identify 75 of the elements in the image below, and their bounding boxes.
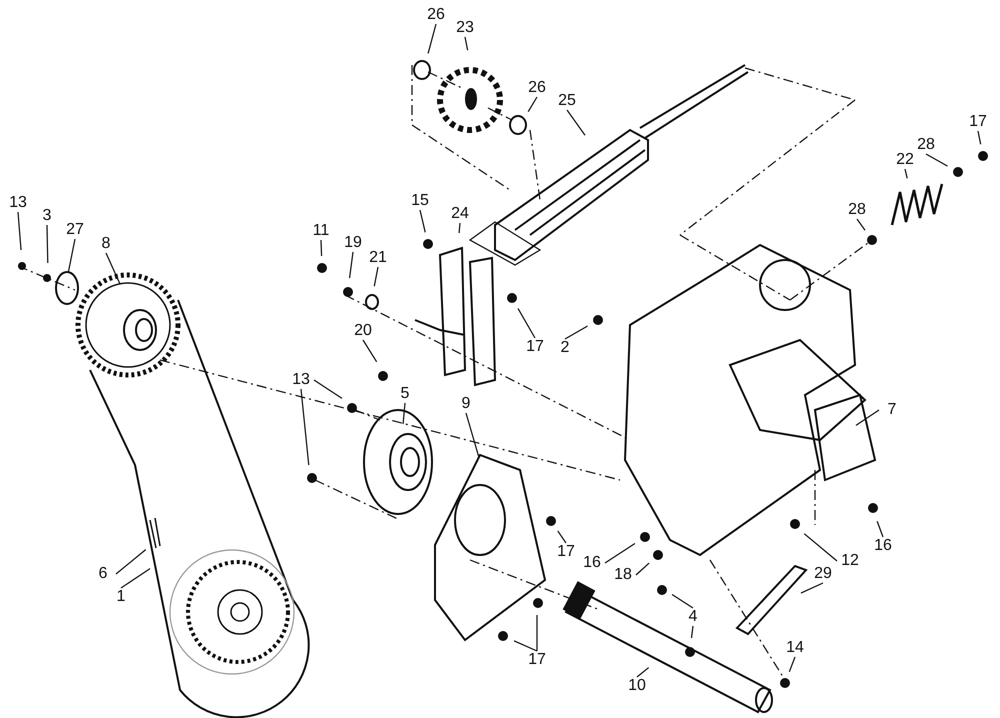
- leader-line: [528, 96, 538, 112]
- leader-line: [517, 308, 536, 338]
- callout-number: 14: [782, 639, 808, 657]
- callout-number: 26: [524, 79, 550, 97]
- callout-number: 29: [810, 565, 836, 583]
- leader-line: [320, 240, 322, 256]
- callout-number: 2: [552, 339, 578, 357]
- callout-number: 17: [522, 338, 548, 356]
- callout-number: 28: [913, 136, 939, 154]
- leader-line: [68, 238, 76, 272]
- leader-line: [672, 594, 694, 608]
- leader-line: [904, 168, 908, 178]
- leader-line: [464, 36, 468, 50]
- leader-line: [557, 530, 566, 544]
- leader-line: [419, 210, 426, 232]
- callout-number: 12: [837, 552, 863, 570]
- callout-number: 13: [288, 371, 314, 389]
- callout-number: 9: [453, 395, 479, 413]
- callout-number: 11: [308, 222, 334, 240]
- leader-line: [566, 110, 586, 136]
- leader-line: [800, 582, 824, 594]
- callout-number: 21: [365, 249, 391, 267]
- callout-number: 15: [407, 192, 433, 210]
- leader-line: [348, 252, 354, 278]
- leader-line: [46, 224, 48, 264]
- leader-line: [465, 412, 480, 457]
- leader-line: [977, 130, 982, 144]
- leader-line: [690, 626, 694, 638]
- callout-number: 27: [62, 221, 88, 239]
- callout-number: 4: [680, 608, 706, 626]
- leader-line: [17, 212, 22, 250]
- callout-number: 25: [554, 92, 580, 110]
- leader-line: [804, 533, 838, 562]
- callout-number: 17: [965, 113, 991, 131]
- leader-line: [428, 24, 437, 54]
- callout-number: 20: [350, 322, 376, 340]
- callout-number: 1: [108, 588, 134, 606]
- callout-number: 5: [392, 385, 418, 403]
- callout-number: 7: [879, 401, 905, 419]
- leader-line: [362, 340, 378, 362]
- leader-line: [105, 252, 121, 284]
- callout-number: 17: [524, 651, 550, 669]
- callout-number: 26: [423, 6, 449, 24]
- callout-number: 8: [93, 235, 119, 253]
- callout-number: 13: [5, 194, 31, 212]
- leader-line: [402, 402, 406, 424]
- leader-line: [876, 521, 884, 538]
- callout-number: 3: [34, 207, 60, 225]
- leader-line: [788, 656, 796, 672]
- leader-line: [564, 325, 588, 340]
- leader-line: [514, 640, 538, 652]
- leader-line: [120, 568, 150, 588]
- leader-line: [458, 222, 461, 234]
- leader-line: [636, 667, 650, 678]
- leader-line: [636, 562, 650, 576]
- callout-number: 16: [870, 537, 896, 555]
- callout-number: 24: [447, 205, 473, 223]
- leader-line: [856, 218, 866, 231]
- callout-number: 22: [892, 151, 918, 169]
- callout-number: 10: [624, 677, 650, 695]
- leader-line: [116, 549, 146, 574]
- leader-line: [374, 266, 379, 286]
- callout-number: 16: [579, 554, 605, 572]
- leader-line: [604, 543, 636, 564]
- callout-number: 28: [844, 201, 870, 219]
- leader-line: [536, 615, 538, 651]
- leader-line: [314, 380, 342, 399]
- callout-number: 18: [610, 566, 636, 584]
- callout-number: 17: [553, 543, 579, 561]
- callout-number: 23: [452, 19, 478, 37]
- leader-line: [300, 388, 310, 466]
- leader-line: [856, 410, 880, 426]
- leader-line: [926, 153, 948, 167]
- callout-number: 19: [340, 234, 366, 252]
- callout-number: 6: [90, 565, 116, 583]
